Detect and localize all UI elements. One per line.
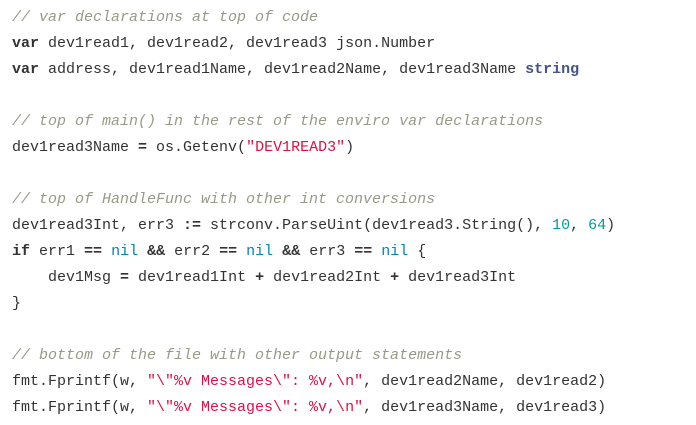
code-nil: nil <box>246 243 274 260</box>
code-text <box>273 243 282 260</box>
code-line: // bottom of the file with other output … <box>12 343 615 369</box>
code-line: var dev1read1, dev1read2, dev1read3 json… <box>12 31 615 57</box>
code-nil: nil <box>111 243 139 260</box>
code-line <box>12 161 615 187</box>
code-comment: // bottom of the file with other output … <box>12 347 463 364</box>
code-line: } <box>12 291 615 317</box>
code-text: { <box>408 243 427 260</box>
code-text: dev1read3Int <box>399 269 517 286</box>
code-text: err2 <box>165 243 220 260</box>
code-line: fmt.Fprintf(w, "\"%v Messages\": %v,\n",… <box>12 395 615 421</box>
code-text: dev1Msg <box>12 269 121 286</box>
code-number: 10 <box>552 217 571 234</box>
code-line: dev1read3Int, err3 := strconv.ParseUint(… <box>12 213 615 239</box>
code-text <box>102 243 111 260</box>
code-text: , dev1read3Name, dev1read3) <box>363 399 607 416</box>
code-text: strconv.ParseUint(dev1read3.String(), <box>201 217 553 234</box>
code-text <box>138 243 147 260</box>
code-operator: := <box>183 217 202 234</box>
code-line <box>12 83 615 109</box>
code-text: err1 <box>30 243 85 260</box>
code-text: dev1read1Int <box>129 269 256 286</box>
code-operator: == <box>84 243 103 260</box>
code-string: "\"%v Messages\": %v,\n" <box>147 399 364 416</box>
code-text: , <box>570 217 589 234</box>
code-comment: // top of main() in the rest of the envi… <box>12 113 544 130</box>
code-line: // top of HandleFunc with other int conv… <box>12 187 615 213</box>
code-operator: = <box>120 269 130 286</box>
code-string: "\"%v Messages\": %v,\n" <box>147 373 364 390</box>
code-comment: // var declarations at top of code <box>12 9 319 26</box>
code-text: dev1read3Int, err3 <box>12 217 184 234</box>
code-keyword: var <box>12 61 40 78</box>
code-line: if err1 == nil && err2 == nil && err3 ==… <box>12 239 615 265</box>
code-text <box>237 243 246 260</box>
code-text <box>372 243 381 260</box>
code-text: dev1read3Name <box>12 139 139 156</box>
code-text: , dev1read2Name, dev1read2) <box>363 373 607 390</box>
code-text: ) <box>606 217 616 234</box>
code-line: var address, dev1read1Name, dev1read2Nam… <box>12 57 615 83</box>
code-string: "DEV1READ3" <box>246 139 346 156</box>
code-operator: + <box>390 269 400 286</box>
code-text: dev1read2Int <box>264 269 391 286</box>
code-operator: = <box>138 139 148 156</box>
code-text: fmt.Fprintf(w, <box>12 399 148 416</box>
code-line: fmt.Fprintf(w, "\"%v Messages\": %v,\n",… <box>12 369 615 395</box>
code-keyword: if <box>12 243 31 260</box>
code-operator: && <box>282 243 301 260</box>
code-text: address, dev1read1Name, dev1read2Name, d… <box>39 61 526 78</box>
code-text: os.Getenv( <box>147 139 247 156</box>
code-text: } <box>12 295 22 312</box>
code-text: err3 <box>300 243 355 260</box>
code-nil: nil <box>381 243 409 260</box>
code-text: dev1read1, dev1read2, dev1read3 json.Num… <box>39 35 436 52</box>
code-operator: == <box>354 243 373 260</box>
code-text: fmt.Fprintf(w, <box>12 373 148 390</box>
code-line: // var declarations at top of code <box>12 5 615 31</box>
code-operator: == <box>219 243 238 260</box>
code-keyword: var <box>12 35 40 52</box>
code-comment: // top of HandleFunc with other int conv… <box>12 191 436 208</box>
code-operator: && <box>147 243 166 260</box>
code-block: // var declarations at top of code var de… <box>12 5 615 421</box>
code-line: dev1Msg = dev1read1Int + dev1read2Int + … <box>12 265 615 291</box>
code-line: // top of main() in the rest of the envi… <box>12 109 615 135</box>
code-type: string <box>525 61 580 78</box>
code-operator: + <box>255 269 265 286</box>
code-text: ) <box>345 139 355 156</box>
code-number: 64 <box>588 217 607 234</box>
code-line <box>12 317 615 343</box>
code-line: dev1read3Name = os.Getenv("DEV1READ3") <box>12 135 615 161</box>
